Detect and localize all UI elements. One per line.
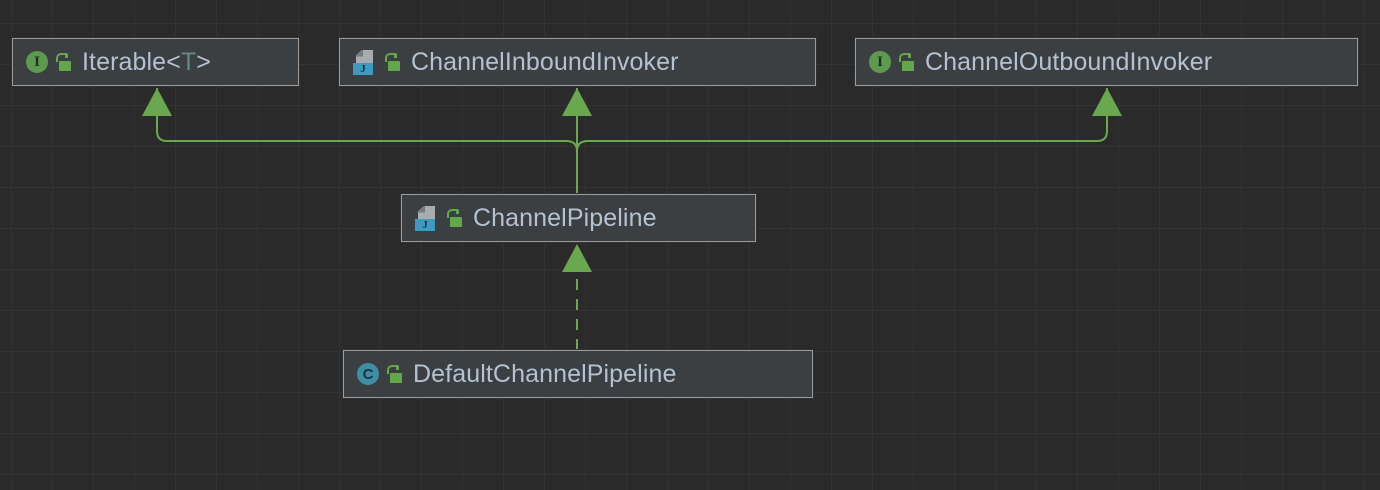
generic-open-bracket: < (166, 47, 181, 76)
unlocked-public-icon (386, 364, 402, 383)
arrowhead-iterable (142, 88, 172, 116)
arrowhead-channel-inbound-invoker (562, 88, 592, 116)
iterable-icon-group: I (26, 51, 71, 73)
arrowhead-channel-outbound-invoker (1092, 88, 1122, 116)
channel-outbound-invoker-icon-group: I (869, 51, 914, 73)
node-label-channel-inbound-invoker: ChannelInboundInvoker (411, 47, 679, 76)
node-channel-outbound-invoker[interactable]: I ChannelOutboundInvoker (855, 38, 1358, 86)
interface-icon: I (869, 51, 891, 73)
channel-inbound-invoker-icon-group: J (353, 49, 400, 75)
edge-pipeline-to-iterable-line (156, 88, 578, 152)
node-label-iterable-base: Iterable (82, 47, 167, 76)
channel-pipeline-icon-group: J (415, 205, 462, 231)
generic-close-bracket: > (196, 47, 211, 76)
java-badge-letter: J (415, 218, 435, 231)
unlocked-public-icon (446, 208, 462, 227)
unlocked-public-icon (55, 52, 71, 71)
node-channel-pipeline[interactable]: J ChannelPipeline (401, 194, 756, 242)
node-label-channel-pipeline: ChannelPipeline (473, 203, 657, 232)
unlocked-public-icon (384, 52, 400, 71)
edge-pipeline-to-outbound-line (576, 88, 1108, 152)
node-label-iterable: Iterable<T> (82, 47, 211, 76)
generic-type-param: T (180, 47, 197, 76)
node-default-channel-pipeline[interactable]: C DefaultChannelPipeline (343, 350, 813, 398)
java-badge-letter: J (353, 62, 373, 75)
node-channel-inbound-invoker[interactable]: J ChannelInboundInvoker (339, 38, 816, 86)
java-file-icon: J (353, 49, 377, 75)
interface-icon: I (26, 51, 48, 73)
node-label-default-channel-pipeline: DefaultChannelPipeline (413, 359, 677, 388)
java-file-icon: J (415, 205, 439, 231)
default-channel-pipeline-icon-group: C (357, 363, 402, 385)
node-iterable[interactable]: I Iterable<T> (12, 38, 299, 86)
arrowhead-channel-pipeline (562, 244, 592, 272)
unlocked-public-icon (898, 52, 914, 71)
node-label-channel-outbound-invoker: ChannelOutboundInvoker (925, 47, 1213, 76)
class-icon: C (357, 363, 379, 385)
